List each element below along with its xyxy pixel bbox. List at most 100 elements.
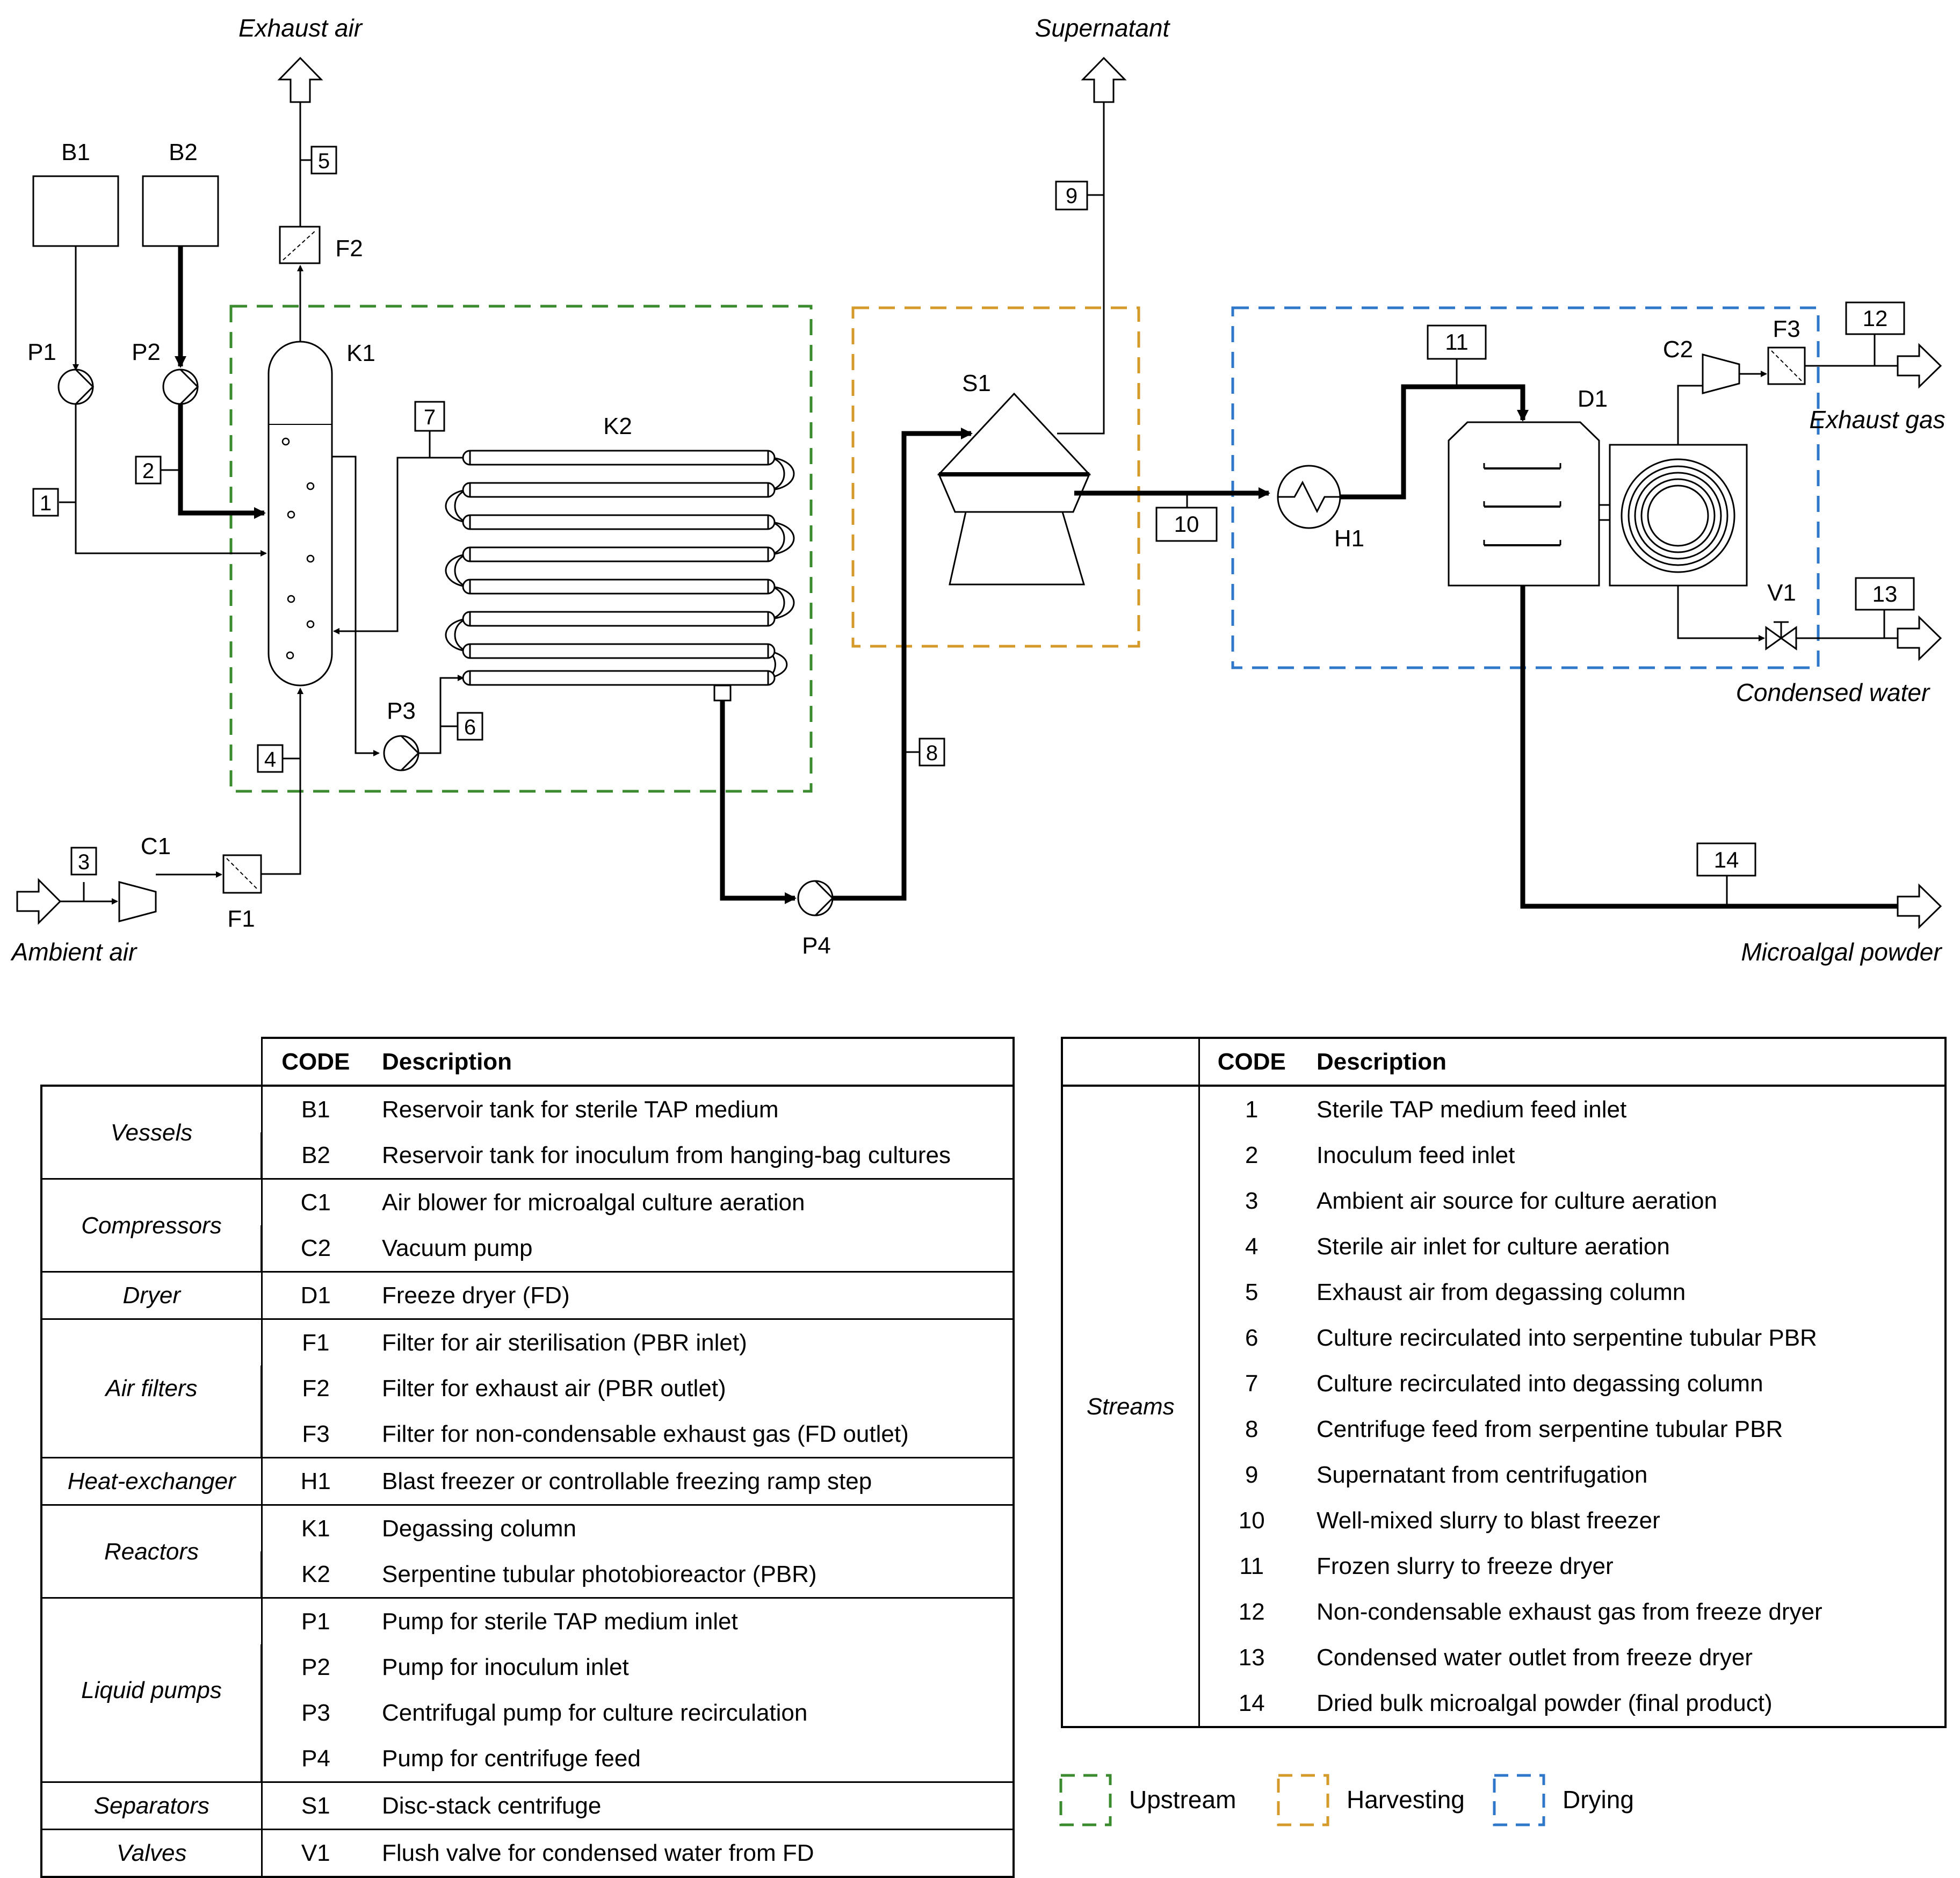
- stream-code: 5: [1245, 1279, 1259, 1305]
- equipment-description: Degassing column: [369, 1504, 1014, 1551]
- tag-f2: F2: [335, 235, 363, 262]
- stream-description: Exhaust air from degassing column: [1317, 1279, 1686, 1305]
- equipment-description: Reservoir tank for sterile TAP medium: [369, 1085, 1014, 1132]
- label-exhaust-gas: Exhaust gas: [1809, 406, 1945, 434]
- tag-f3: F3: [1773, 316, 1800, 342]
- equipment-description: Serpentine tubular photobioreactor (PBR): [382, 1561, 817, 1587]
- pbr-tube-2: [462, 482, 776, 498]
- harvesting-zone: [851, 306, 1140, 648]
- stream-6-tag: [457, 712, 483, 741]
- pump-p2: [162, 369, 199, 405]
- equipment-category: Valves: [40, 1829, 263, 1877]
- stream-code: 10: [1238, 1507, 1265, 1534]
- streams-table-row: 5 Exhaust air from degassing column: [1062, 1269, 1945, 1315]
- streams-table-corner: [1062, 1038, 1199, 1087]
- pbr-tube-4: [462, 546, 776, 562]
- upstream-zone: [229, 305, 813, 793]
- stream-8-number: 8: [926, 741, 938, 765]
- label-condensed-water: Condensed water: [1736, 678, 1930, 706]
- equipment-description: Blast freezer or controllable freezing r…: [369, 1457, 1014, 1505]
- equipment-description: Pump for inoculum inlet: [382, 1654, 629, 1680]
- streams-table-header-code: CODE: [1198, 1038, 1304, 1087]
- equipment-code: V1: [262, 1829, 369, 1877]
- pbr-tube-1: [462, 450, 776, 466]
- process-flow-diagram: B1 B2 P1 1 P2 2 K1 F2 5 Exhaust air Ambi…: [10, 14, 1945, 966]
- stream-4-number: 4: [264, 748, 276, 771]
- tag-b1: B1: [61, 139, 90, 165]
- label-microalgal-powder: Microalgal powder: [1741, 938, 1942, 966]
- stream-14-number: 14: [1714, 847, 1739, 872]
- equipment-table-corner: [41, 1038, 262, 1086]
- equipment-category: Heat-exchanger: [40, 1457, 263, 1505]
- equipment-code: C1: [262, 1178, 369, 1225]
- streams-table-row: 13 Condensed water outlet from freeze dry…: [1062, 1635, 1945, 1680]
- stream-code: 1: [1245, 1096, 1259, 1123]
- equipment-code: F3: [261, 1411, 369, 1458]
- equipment-code: D1: [262, 1271, 369, 1319]
- degassing-column-k1: [267, 341, 333, 687]
- stream-10-number: 10: [1174, 511, 1199, 537]
- tag-p3: P3: [387, 698, 416, 724]
- equipment-code: B2: [261, 1132, 369, 1179]
- stream-2-tag: [135, 456, 162, 485]
- tag-s1: S1: [962, 370, 991, 396]
- stream-description: Inoculum feed inlet: [1317, 1142, 1515, 1168]
- equipment-description: Air blower for microalgal culture aerati…: [369, 1178, 1014, 1225]
- stream-code: 2: [1245, 1142, 1259, 1168]
- stream-13-number: 13: [1872, 581, 1898, 606]
- legend-swatch-drying: [1493, 1774, 1545, 1826]
- ambient-air-inlet-arrow: [16, 878, 62, 925]
- equipment-table-header-code: CODE: [261, 1037, 369, 1087]
- stream-6-number: 6: [464, 716, 476, 739]
- stream-description: Sterile air inlet for culture aeration: [1317, 1233, 1670, 1260]
- streams-category: Streams: [1062, 1086, 1200, 1727]
- stream-description: Frozen slurry to freeze dryer: [1317, 1553, 1614, 1579]
- tag-b2: B2: [169, 139, 198, 165]
- stream-code: 8: [1245, 1416, 1259, 1442]
- legend-swatch-harvesting: [1277, 1774, 1329, 1826]
- stream-code: 13: [1238, 1644, 1265, 1671]
- stream-3-number: 3: [78, 850, 90, 874]
- stream-5-tag: [310, 146, 337, 175]
- tag-k2: K2: [603, 413, 632, 439]
- equipment-category: Vessels: [40, 1085, 263, 1179]
- stream-code: 3: [1245, 1188, 1259, 1214]
- equipment-code: H1: [262, 1457, 369, 1505]
- stream-8-tag: [918, 738, 945, 767]
- stream-description: Condensed water outlet from freeze dryer: [1317, 1644, 1753, 1671]
- equipment-code: P3: [261, 1690, 369, 1736]
- equipment-table-header-description: Description: [369, 1037, 1014, 1087]
- legend-label-upstream: Upstream: [1129, 1786, 1236, 1814]
- label-exhaust-air: Exhaust air: [238, 14, 363, 42]
- equipment-table-row: P2 Pump for inoculum inlet: [41, 1644, 1014, 1690]
- streams-table-header-description: Description: [1304, 1038, 1945, 1087]
- stream-code: 6: [1245, 1325, 1259, 1351]
- tag-h1: H1: [1334, 525, 1364, 552]
- stream-description: Well-mixed slurry to blast freezer: [1317, 1507, 1660, 1534]
- tag-p1: P1: [27, 339, 56, 365]
- pump-p3: [383, 735, 420, 771]
- equipment-code: P2: [261, 1644, 369, 1690]
- pbr-tube-3: [462, 514, 776, 530]
- equipment-category: Separators: [40, 1781, 263, 1830]
- stream-9-tag: [1055, 180, 1088, 211]
- equipment-description: Vacuum pump: [382, 1235, 533, 1261]
- stream-12-number: 12: [1863, 306, 1888, 331]
- equipment-category: Compressors: [40, 1178, 263, 1272]
